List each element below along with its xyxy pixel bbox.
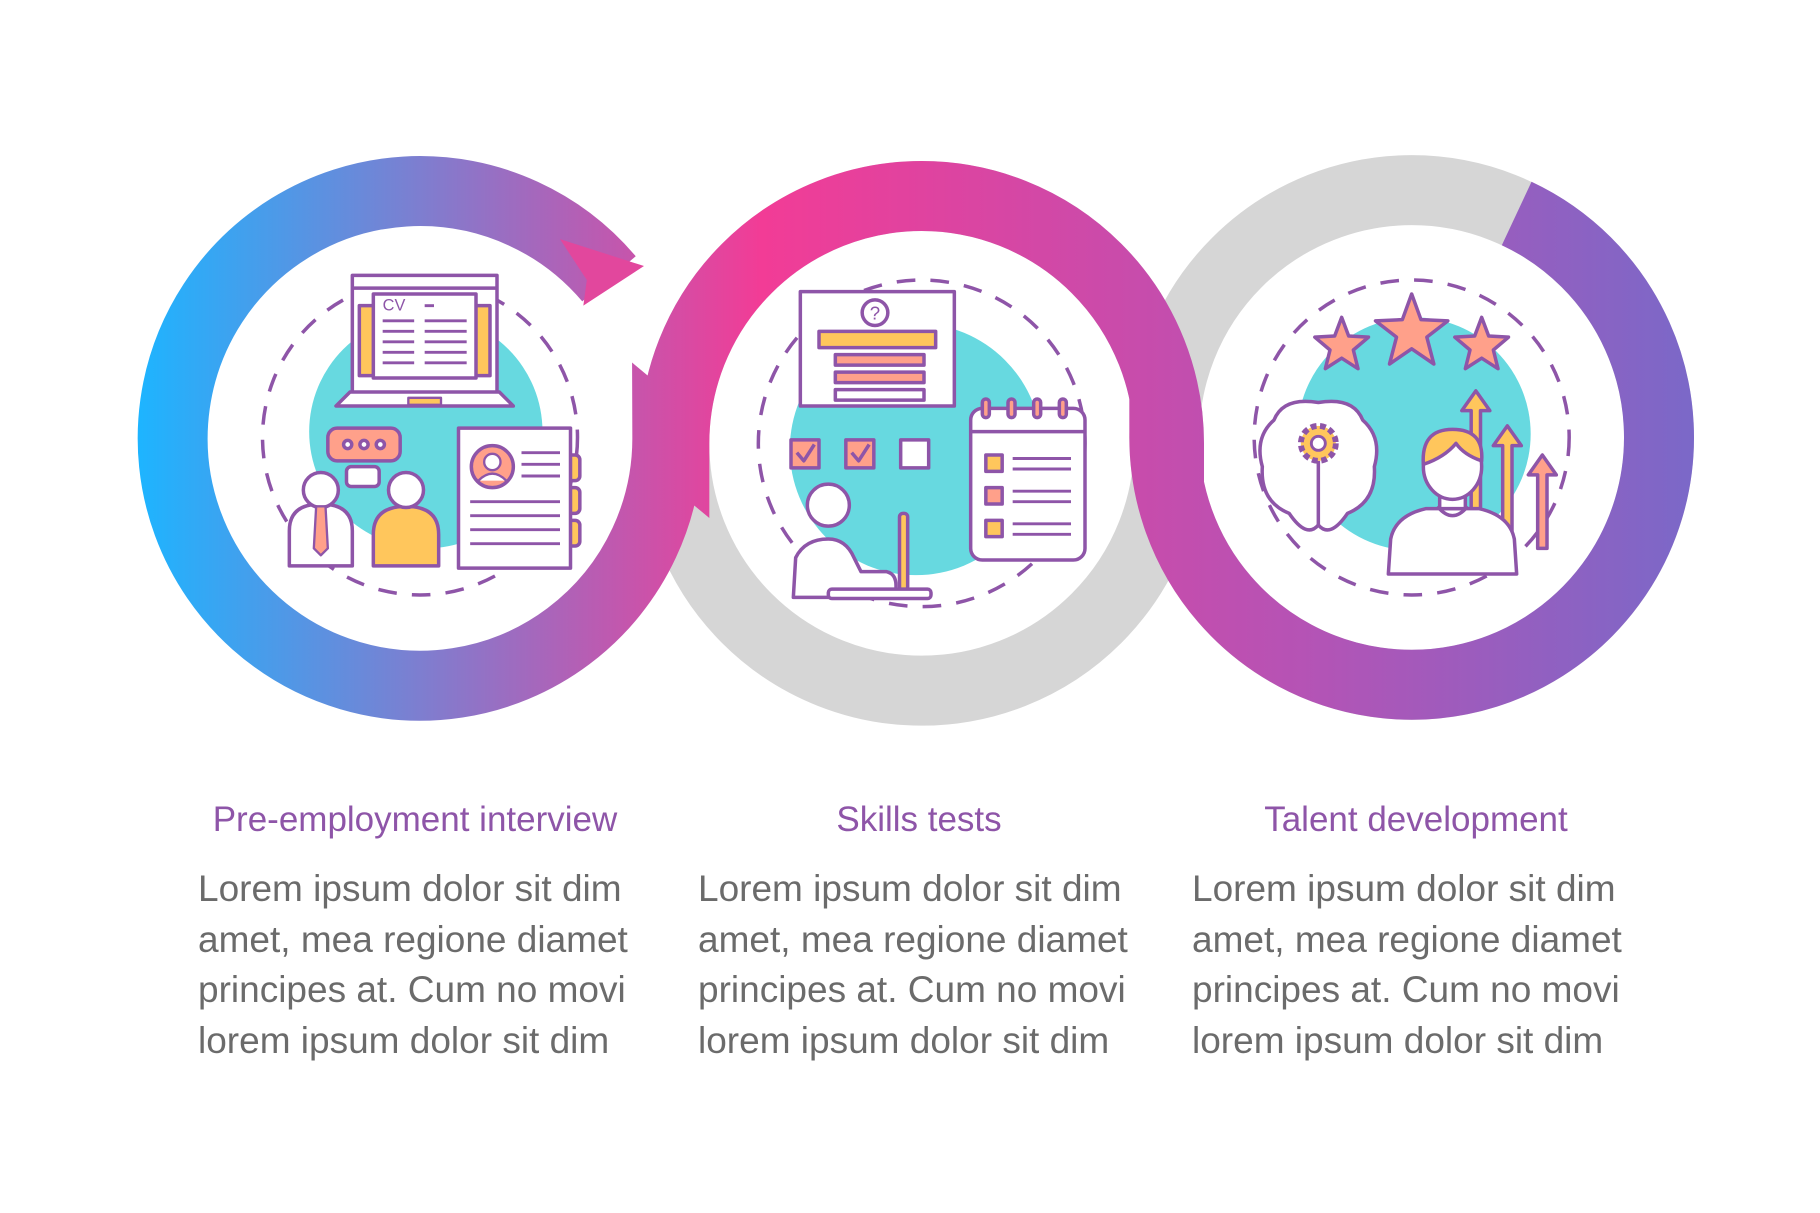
gradient-ribbon <box>137 156 1694 721</box>
star-icon <box>1313 315 1371 371</box>
question-mark: ? <box>870 303 880 324</box>
description-line: lorem ipsum dolor sit dim <box>698 1019 1110 1061</box>
step-description: Lorem ipsum dolor sit dim amet, mea regi… <box>1181 864 1651 1066</box>
step-description: Lorem ipsum dolor sit dim amet, mea regi… <box>180 864 650 1066</box>
step-talent-development: Talent development Lorem ipsum dolor sit… <box>1181 800 1651 1066</box>
step-title: Skills tests <box>836 800 1002 839</box>
description-line: principes at. Cum no movi <box>1192 969 1620 1010</box>
description-line: Lorem ipsum dolor sit dim <box>1192 868 1616 909</box>
star-icon <box>1453 315 1511 371</box>
description-line: Lorem ipsum dolor sit dim <box>198 868 622 909</box>
arrow-head <box>560 239 645 306</box>
description-line: Lorem ipsum dolor sit dim <box>698 868 1122 909</box>
description-line: principes at. Cum no movi <box>198 969 626 1010</box>
step-description: Lorem ipsum dolor sit dim amet, mea regi… <box>684 864 1154 1066</box>
step-title: Pre-employment interview <box>212 800 618 839</box>
description-line: lorem ipsum dolor sit dim <box>198 1019 610 1061</box>
step-skills-tests: Skills tests Lorem ipsum dolor sit dim a… <box>684 800 1154 1066</box>
description-line: amet, mea regione diamet <box>698 918 1128 960</box>
star-icon <box>1373 292 1450 366</box>
description-line: amet, mea regione diamet <box>1192 918 1622 960</box>
description-line: amet, mea regione diamet <box>198 918 628 960</box>
step-title: Talent development <box>1264 800 1568 839</box>
talent-growth-icon <box>1252 278 1571 597</box>
cv-label: CV <box>383 296 406 314</box>
description-line: principes at. Cum no movi <box>698 969 1126 1010</box>
skills-test-icon: ? <box>756 278 1087 609</box>
cv-laptop-interview-icon: CV <box>260 273 582 597</box>
step-pre-employment-interview: Pre-employment interview Lorem ipsum dol… <box>180 800 650 1066</box>
description-line: lorem ipsum dolor sit dim <box>1192 1019 1604 1061</box>
